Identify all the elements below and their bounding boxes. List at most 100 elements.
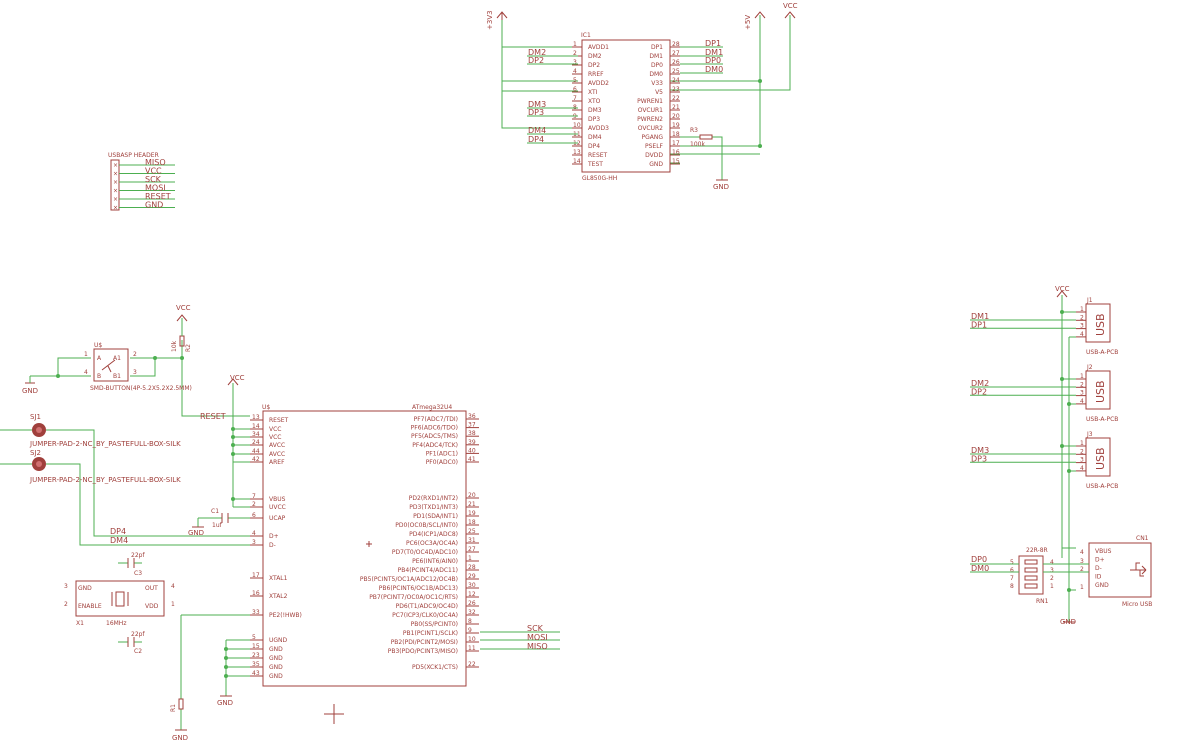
mcu-pin-label: PF4(ADC4/TCK) bbox=[412, 442, 458, 449]
isp-pin-x: × bbox=[113, 205, 118, 212]
isp-header: USBASP HEADER ×MISO×VCC×SCK×MOSI×RESET×G… bbox=[108, 152, 175, 212]
usb-connectors: J1USBUSB-A-PCB1234DM1DP1J2USBUSB-A-PCB12… bbox=[970, 297, 1118, 490]
micro-usb-pin-number: 2 bbox=[1080, 566, 1084, 573]
ic1-pin-label: DP0 bbox=[651, 62, 663, 69]
mcu-pin-number: 34 bbox=[252, 431, 260, 438]
mcu-pin-label: PD4(ICP1/ADC8) bbox=[409, 531, 458, 538]
crystal-section: GND ENABLE OUT VDD 3 2 4 1 X1 16MHz C3 2… bbox=[64, 552, 175, 655]
rn1-pin-number: 5 bbox=[1010, 559, 1014, 566]
mcu-pin-number: 9 bbox=[468, 627, 472, 634]
mcu-pin-number: 25 bbox=[468, 528, 476, 535]
mcu-pin-label: PD3(TXD1/INT3) bbox=[409, 504, 458, 511]
mcu-pin-label: PD0(OC0B/SCL/INT0) bbox=[395, 522, 458, 529]
mcu-pin-number: 18 bbox=[468, 519, 476, 526]
rn1-body bbox=[1018, 555, 1044, 595]
isp-net-label: RESET bbox=[145, 192, 171, 201]
usb-net-label: DP3 bbox=[971, 454, 987, 463]
ic1-net-label: DM1 bbox=[705, 48, 723, 57]
isp-net-label: MOSI bbox=[145, 184, 166, 193]
usb-connector-body bbox=[1085, 437, 1111, 477]
mcu-pin-number: 17 bbox=[252, 572, 260, 579]
micro-usb-pin-label: ID bbox=[1095, 574, 1102, 581]
ic1-pin-label: RREF bbox=[588, 71, 604, 78]
sj1-name: SJ1 bbox=[30, 413, 41, 421]
usb-connector-body bbox=[1085, 370, 1111, 410]
usb-connector-label: USB bbox=[1094, 380, 1107, 403]
usb-connector-name: J2 bbox=[1086, 364, 1093, 371]
ic1-net-label: DP3 bbox=[528, 108, 544, 117]
isp-pin-x: × bbox=[113, 162, 118, 169]
usb-connector-body bbox=[1085, 303, 1111, 343]
ic1-pin-number: 7 bbox=[573, 95, 577, 102]
button-num-1: 1 bbox=[84, 351, 88, 358]
crystal-pin-enable: ENABLE bbox=[78, 603, 102, 610]
dm4-net-label: DM4 bbox=[110, 536, 128, 545]
mcu-pin-number: 26 bbox=[468, 600, 476, 607]
mcu-pin-label: PC6(OC3A/OC4A) bbox=[406, 540, 458, 547]
isp-pin-x: × bbox=[113, 179, 118, 186]
ic1-pin-label: OVCUR1 bbox=[638, 107, 663, 114]
rn1-pin-number: 6 bbox=[1010, 567, 1014, 574]
rn1-pin-number: 1 bbox=[1050, 583, 1054, 590]
rn1-resistor bbox=[1024, 575, 1038, 581]
mcu-pin-number: 16 bbox=[252, 590, 260, 597]
ic1-pin-label: V5 bbox=[655, 89, 663, 96]
mcu-pin-label: PB3(PDO/PCINT3/MISO) bbox=[388, 648, 458, 655]
ic1-pin-number: 2 bbox=[573, 50, 577, 57]
micro-usb-pin-label: D+ bbox=[1095, 557, 1105, 564]
mcu-pin-label: PD6(T1/ADC9/OC4D) bbox=[396, 603, 458, 610]
mcu-pin-number: 8 bbox=[468, 618, 472, 625]
ic1-value: GL850G-HH bbox=[582, 175, 617, 182]
mcu-value: ATmega32U4 bbox=[412, 404, 452, 411]
usb-pin-number: 2 bbox=[1080, 448, 1084, 455]
ic1-pin-label: OVCUR2 bbox=[638, 125, 663, 132]
micro-usb-pin-label: GND bbox=[1095, 582, 1109, 589]
mcu-pin-label: PF7(ADC7/TDI) bbox=[414, 416, 458, 423]
rn1-resistor bbox=[1024, 567, 1038, 573]
mcu-pin-label: GND bbox=[269, 646, 283, 653]
mcu-pins: RESET13VCC14VCC34AVCC24AVCC44AREF42VBUS7… bbox=[250, 413, 479, 680]
reset-net-label: RESET bbox=[200, 412, 226, 421]
isp-net-label: GND bbox=[145, 201, 163, 210]
sj1-label: JUMPER-PAD-2-NC_BY_PASTEFULL-BOX-SILK bbox=[29, 440, 181, 448]
ic1-pin-number: 1 bbox=[573, 41, 577, 48]
ic1-pin-label: AVDD1 bbox=[588, 44, 609, 51]
ic1-pin-label: V33 bbox=[651, 80, 663, 87]
ic1-net-label: DM4 bbox=[528, 126, 546, 135]
ic1-pin-label: TEST bbox=[587, 161, 603, 168]
mcu-pin-label: PB2(PDI/PCINT2/MOSI) bbox=[391, 639, 458, 646]
ic1-pin-label: DP3 bbox=[588, 116, 600, 123]
ic1-pin-label: DM2 bbox=[588, 53, 602, 60]
ic1-pin-number: 26 bbox=[672, 59, 680, 66]
usb-connector-part: USB-A-PCB bbox=[1086, 349, 1118, 356]
c3-label: C3 bbox=[134, 570, 142, 577]
crystal-body bbox=[75, 580, 165, 617]
ic1-net-label: DP4 bbox=[528, 135, 544, 144]
ic1-pin-label: DVDD bbox=[645, 152, 663, 159]
vcc-label-mcu: VCC bbox=[230, 374, 245, 382]
isp-net-label: SCK bbox=[145, 175, 162, 184]
mcu-pin-label: AVCC bbox=[269, 451, 285, 458]
crystal-num-3: 3 bbox=[64, 583, 68, 590]
usb-pin-number: 4 bbox=[1080, 331, 1084, 338]
micro-usb-pin-label: VBUS bbox=[1095, 548, 1112, 555]
mcu-pin-label: XTAL2 bbox=[269, 593, 288, 600]
mcu-pin-number: 27 bbox=[468, 546, 476, 553]
ic1-pin-number: 20 bbox=[672, 113, 680, 120]
dm0-net-label: DM0 bbox=[971, 564, 989, 573]
usb-net-label: DM1 bbox=[971, 312, 989, 321]
mcu-pin-number: 12 bbox=[468, 591, 476, 598]
mcu-pin-label: PC7(ICP3/CLK0/OC4A) bbox=[392, 612, 458, 619]
mcu-pin-label: PE6(INT6/AIN0) bbox=[412, 558, 458, 565]
ic1-pin-number: 10 bbox=[573, 122, 581, 129]
rn1-resistor bbox=[1024, 559, 1038, 565]
sj2-name: SJ2 bbox=[30, 449, 41, 457]
power-3v3-label: +3V3 bbox=[486, 10, 494, 30]
mcu-pin-number: 40 bbox=[468, 447, 476, 454]
ic1-pin-label: DM0 bbox=[649, 71, 663, 78]
